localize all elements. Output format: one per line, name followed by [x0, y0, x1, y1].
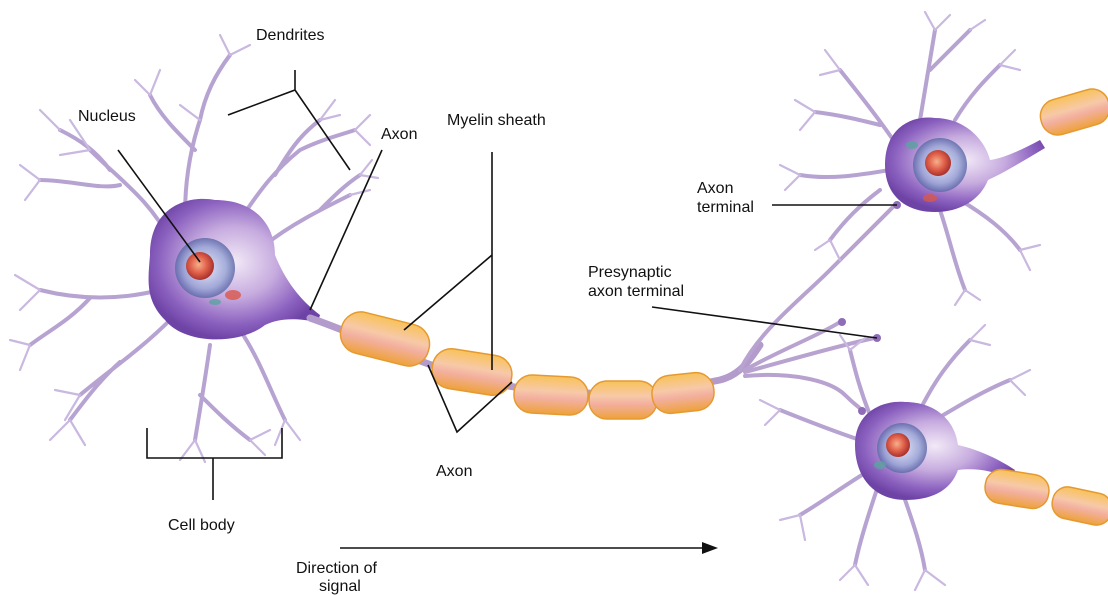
main-nucleolus [186, 252, 214, 280]
upper-right-neuron [780, 12, 1108, 305]
lower-right-nucleolus [886, 433, 910, 457]
main-organelle [225, 290, 241, 300]
main-organelle [209, 299, 221, 305]
label-axon-terminal-line2: terminal [697, 199, 754, 216]
label-direction-line1: Direction of [296, 560, 377, 577]
label-nucleus: Nucleus [78, 108, 136, 125]
lower-right-myelin [983, 467, 1052, 511]
lower-right-neuron [760, 325, 1108, 590]
main-neuron [10, 35, 901, 462]
main-myelin-segments [336, 308, 716, 419]
upper-right-myelin [1036, 85, 1108, 139]
label-axon-top: Axon [381, 126, 417, 143]
label-cell-body: Cell body [168, 517, 235, 534]
label-direction-line2: signal [319, 578, 361, 595]
label-presynaptic-line1: Presynaptic [588, 264, 672, 281]
label-dendrites: Dendrites [256, 27, 324, 44]
main-axon-terminals [740, 201, 901, 415]
upper-right-nucleolus [925, 150, 951, 176]
label-axon-terminal-line1: Axon [697, 180, 733, 197]
label-myelin-sheath: Myelin sheath [447, 112, 546, 129]
label-axon-bottom: Axon [436, 463, 472, 480]
lower-right-myelin [1049, 484, 1108, 528]
label-presynaptic-line2: axon terminal [588, 283, 684, 300]
